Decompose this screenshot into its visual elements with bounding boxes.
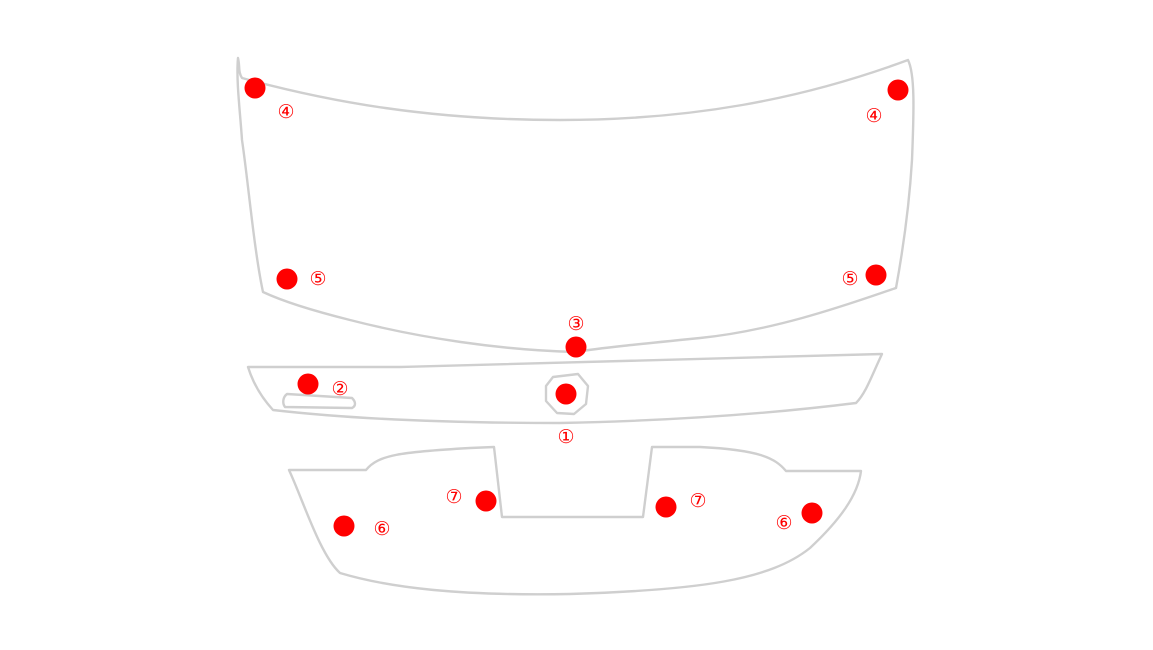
- attachment-point-6-right: [801, 502, 823, 524]
- middle-strip-slot-outline: [282, 392, 357, 410]
- attachment-point-4-left: [244, 77, 266, 99]
- attachment-point-7-left: [475, 490, 497, 512]
- point-label-3-center: ③: [567, 313, 584, 335]
- lower-panel-outline: [287, 445, 863, 596]
- point-label-7-left: ⑦: [445, 486, 462, 508]
- attachment-point-3-center: [565, 336, 587, 358]
- point-label-7-right: ⑦: [689, 490, 706, 512]
- attachment-point-5-left: [276, 268, 298, 290]
- attachment-point-2-left: [297, 373, 319, 395]
- attachment-point-5-right: [865, 264, 887, 286]
- point-label-6-right: ⑥: [775, 512, 792, 534]
- point-label-4-left: ④: [277, 101, 294, 123]
- attachment-points: ④ ④ ⑤ ⑤ ③ ② ① ⑦ ⑦ ⑥ ⑥: [244, 77, 909, 540]
- attachment-point-1-center: [555, 383, 577, 405]
- attachment-point-7-right: [655, 496, 677, 518]
- attachment-point-6-left: [333, 515, 355, 537]
- center-emblem-mount-outline: [544, 372, 590, 416]
- point-label-5-right: ⑤: [841, 268, 858, 290]
- upper-panel-outline: [236, 56, 915, 354]
- point-label-1-center: ①: [557, 426, 574, 448]
- point-label-6-left: ⑥: [373, 518, 390, 540]
- point-label-2-left: ②: [331, 378, 348, 400]
- point-label-5-left: ⑤: [309, 268, 326, 290]
- attachment-point-4-right: [887, 79, 909, 101]
- middle-strip-outline: [246, 352, 884, 425]
- point-label-4-right: ④: [865, 105, 882, 127]
- panel-outlines: [236, 56, 915, 596]
